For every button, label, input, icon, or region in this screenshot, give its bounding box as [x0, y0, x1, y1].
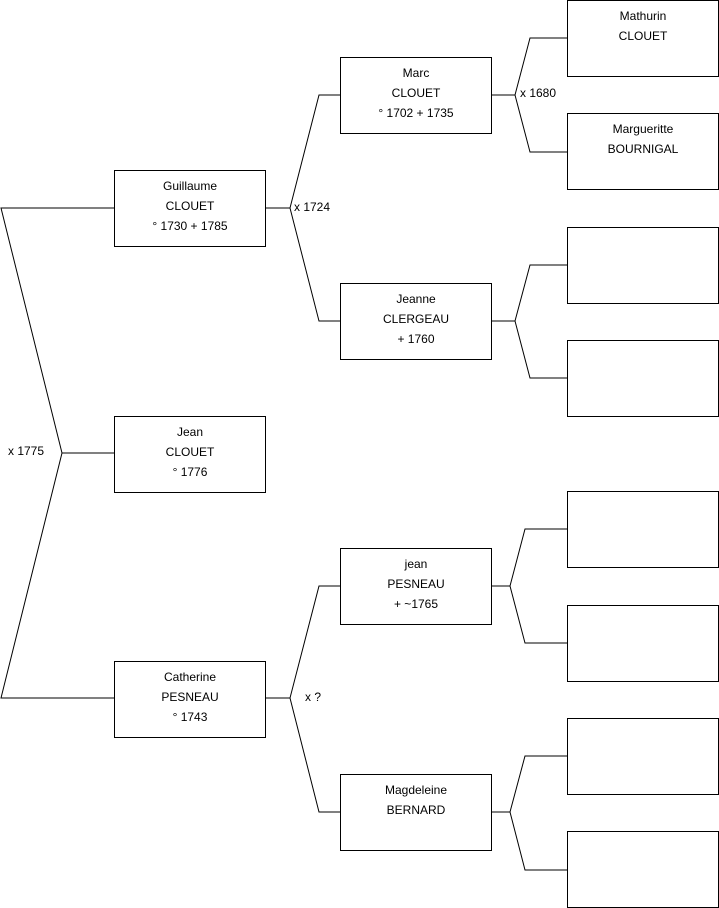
person-box-great-grandmother-mm[interactable]	[567, 831, 719, 908]
person-last-name: CLOUET	[165, 445, 215, 459]
marriage-label-paternal-great-grandparents: x 1680	[520, 86, 557, 100]
person-first-name: Guillaume	[162, 179, 218, 193]
connector-father-to-parents	[289, 94, 341, 322]
person-box-maternal-grandmother[interactable]: Magdeleine BERNARD	[340, 774, 492, 851]
person-first-name: Marc	[402, 66, 430, 80]
person-box-paternal-grandmother[interactable]: Jeanne CLERGEAU + 1760	[340, 283, 492, 360]
person-dates: + ~1765	[393, 597, 439, 611]
person-box-great-grandmother-mp[interactable]	[567, 605, 719, 682]
person-box-great-grandfather-pm[interactable]	[567, 227, 719, 304]
connector-magdeleine-to-parents	[509, 755, 567, 871]
person-dates: ° 1743	[172, 710, 208, 724]
person-last-name: PESNEAU	[387, 577, 445, 591]
person-box-paternal-grandfather[interactable]: Marc CLOUET ° 1702 + 1735	[340, 57, 492, 134]
connector-mother-to-parents	[289, 585, 341, 813]
person-last-name: CLOUET	[165, 199, 215, 213]
marriage-label-paternal-grandparents: x 1724	[294, 200, 331, 214]
person-dates: + 1760	[397, 332, 435, 346]
person-box-root[interactable]: Jean CLOUET ° 1776	[114, 416, 266, 493]
person-box-great-grandmother-pp[interactable]: Margueritte BOURNIGAL	[567, 113, 719, 190]
person-last-name: BOURNIGAL	[607, 142, 679, 156]
person-box-great-grandfather-mp[interactable]	[567, 491, 719, 568]
marriage-label-maternal-grandparents: x ?	[305, 690, 322, 704]
person-last-name: CLERGEAU	[382, 312, 450, 326]
person-box-great-grandmother-pm[interactable]	[567, 340, 719, 417]
person-box-great-grandfather-mm[interactable]	[567, 718, 719, 795]
person-last-name: CLOUET	[391, 86, 441, 100]
person-first-name: Margueritte	[612, 122, 674, 136]
connector-jean-pesneau-to-parents	[509, 528, 567, 644]
connector-marc-to-parents	[514, 37, 567, 153]
person-first-name: Catherine	[163, 670, 217, 684]
person-dates: ° 1776	[172, 465, 208, 479]
person-dates: ° 1702 + 1735	[378, 106, 454, 120]
person-box-father[interactable]: Guillaume CLOUET ° 1730 + 1785	[114, 170, 266, 247]
connector-jeanne-to-parents	[514, 264, 567, 379]
person-last-name: BERNARD	[386, 803, 446, 817]
marriage-label-parents: x 1775	[8, 444, 45, 458]
person-first-name: Mathurin	[619, 9, 667, 23]
person-box-mother[interactable]: Catherine PESNEAU ° 1743	[114, 661, 266, 738]
person-first-name: jean	[404, 557, 428, 571]
person-first-name: Jeanne	[396, 292, 436, 306]
person-last-name: CLOUET	[618, 29, 668, 43]
person-last-name: PESNEAU	[161, 690, 219, 704]
person-box-great-grandfather-pp[interactable]: Mathurin CLOUET	[567, 0, 719, 77]
person-first-name: Magdeleine	[384, 783, 448, 797]
person-first-name: Jean	[176, 425, 204, 439]
person-dates: ° 1730 + 1785	[152, 219, 228, 233]
person-box-maternal-grandfather[interactable]: jean PESNEAU + ~1765	[340, 548, 492, 625]
